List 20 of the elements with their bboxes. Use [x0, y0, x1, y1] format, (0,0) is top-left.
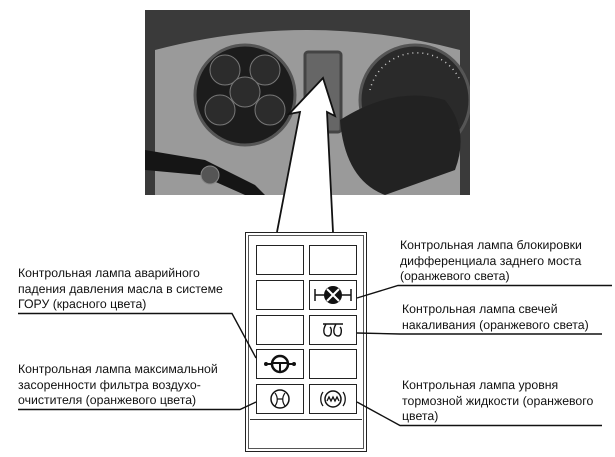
indicator-panel: [245, 232, 367, 452]
callout-text: Контрольная лампа аварийного падения давления масла в системе ГОРУ (красного цвета): [18, 266, 232, 312]
lamp-cell: [256, 349, 304, 379]
callout-text: Контрольная лампа блокировки дифференциала заднего моста (оранжевого света): [400, 238, 615, 284]
lamp-cell: [256, 245, 304, 275]
callout-text: Контрольная лампа свечей накаливания (оранжевого света): [402, 302, 602, 333]
callout-text: Контрольная лампа уровня тормозной жидкости (оранжевого цвета): [402, 378, 602, 424]
callout-text: Контрольная лампа максимальной засоренности фильтра воздухо- очистителя (оранжевого цвета): [18, 362, 240, 408]
lamp-cell: [309, 245, 357, 275]
lamp-cell: [256, 315, 304, 345]
lamp-cell: [309, 315, 357, 345]
leader-line: [356, 332, 602, 335]
leader-line: [356, 401, 602, 426]
leader-line: [18, 312, 257, 358]
dashboard-drawing: [145, 10, 470, 195]
lamp-cell: [309, 384, 357, 414]
lamp-cell: [309, 349, 357, 379]
leader-line: [18, 401, 256, 410]
lamp-cell: [256, 384, 304, 414]
lamp-cell: [256, 280, 304, 310]
